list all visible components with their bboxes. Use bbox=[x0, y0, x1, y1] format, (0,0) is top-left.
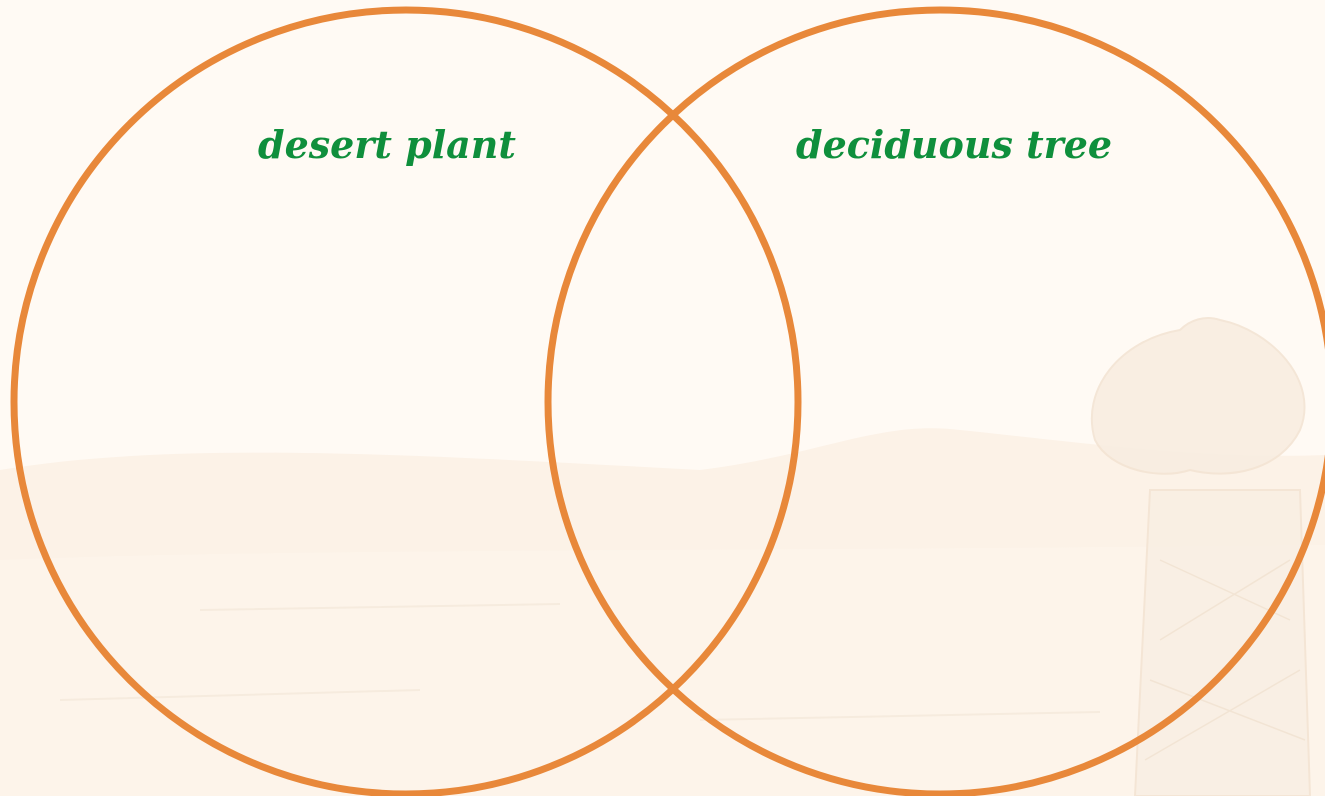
desert-dunes bbox=[0, 428, 1325, 796]
venn-circle-right bbox=[544, 6, 1325, 796]
venn-circle-left bbox=[10, 6, 802, 796]
set-label-deciduous-tree: deciduous tree bbox=[796, 122, 1113, 167]
cactus-icon bbox=[1090, 317, 1312, 796]
set-label-desert-plant: desert plant bbox=[258, 122, 516, 167]
